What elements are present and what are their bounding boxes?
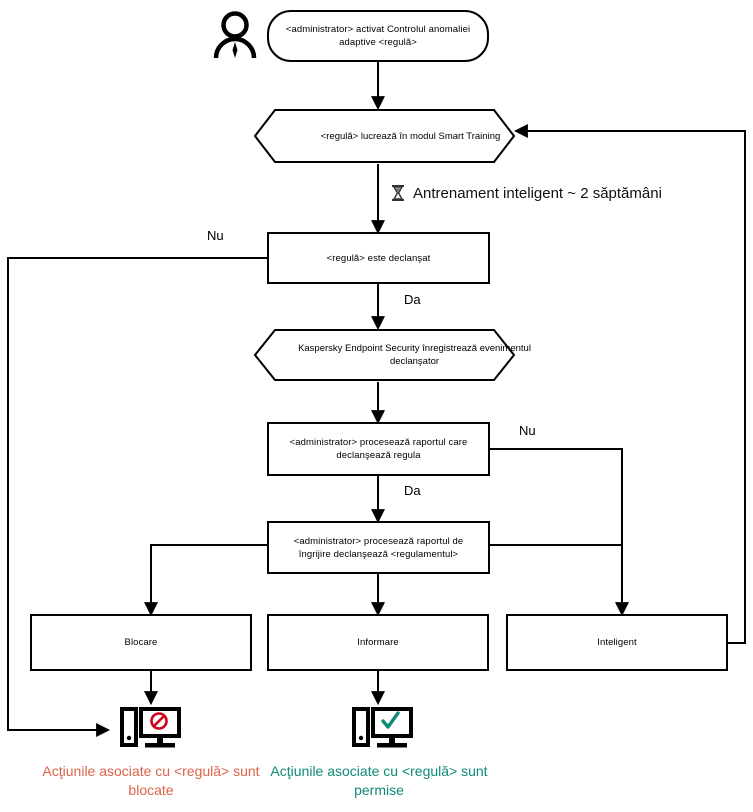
node-smart[interactable]: Inteligent [506,614,728,671]
edge-label-triggered-no: Nu [207,228,224,243]
caption-allowed: Acţiunile asociate cu <regulă> sunt perm… [270,763,488,798]
administrator-person-icon [206,6,264,64]
node-admin-processes-care-label: <administrator> procesează raportul de î… [293,535,464,560]
edge-label-report-yes: Da [404,483,421,498]
node-kes-logs-label: Kaspersky Endpoint Security înregistreaz… [298,343,531,367]
caption-blocked: Acţiunile asociate cu <regulă> sunt bloc… [42,763,260,798]
node-start[interactable]: <administrator> activat Controlul anomal… [267,10,489,62]
node-start-label: <administrator> activat Controlul anomal… [285,24,471,48]
node-block[interactable]: Blocare [30,614,252,671]
node-smart-training[interactable]: <regulă> lucrează în modul Smart Trainin… [253,108,516,164]
node-admin-processes-report[interactable]: <administrator> procesează raportul care… [267,422,490,476]
monitor-allowed-icon [352,707,414,753]
node-smart-training-label: <regulă> lucrează în modul Smart Trainin… [320,130,501,142]
node-admin-processes-care[interactable]: <administrator> procesează raportul de î… [267,521,490,574]
training-note: Antrenament inteligent ~ 2 săptămâni [390,184,662,202]
monitor-blocked-icon [120,707,182,753]
node-block-label: Blocare [124,637,158,648]
node-inform-label: Informare [357,637,399,648]
edge-label-triggered-yes: Da [404,292,421,307]
edge-label-report-no: Nu [519,423,536,438]
training-note-text: Antrenament inteligent ~ 2 săptămâni [413,184,662,202]
node-rule-triggered[interactable]: <regulă> este declanşat [267,232,490,284]
node-admin-processes-report-label: <administrator> procesează raportul care… [289,437,468,461]
node-rule-triggered-label: <regulă> este declanşat [326,252,431,264]
hourglass-icon [390,184,406,202]
node-kes-logs[interactable]: Kaspersky Endpoint Security înregistreaz… [253,328,531,382]
node-smart-label: Inteligent [597,637,637,648]
node-inform[interactable]: Informare [267,614,489,671]
